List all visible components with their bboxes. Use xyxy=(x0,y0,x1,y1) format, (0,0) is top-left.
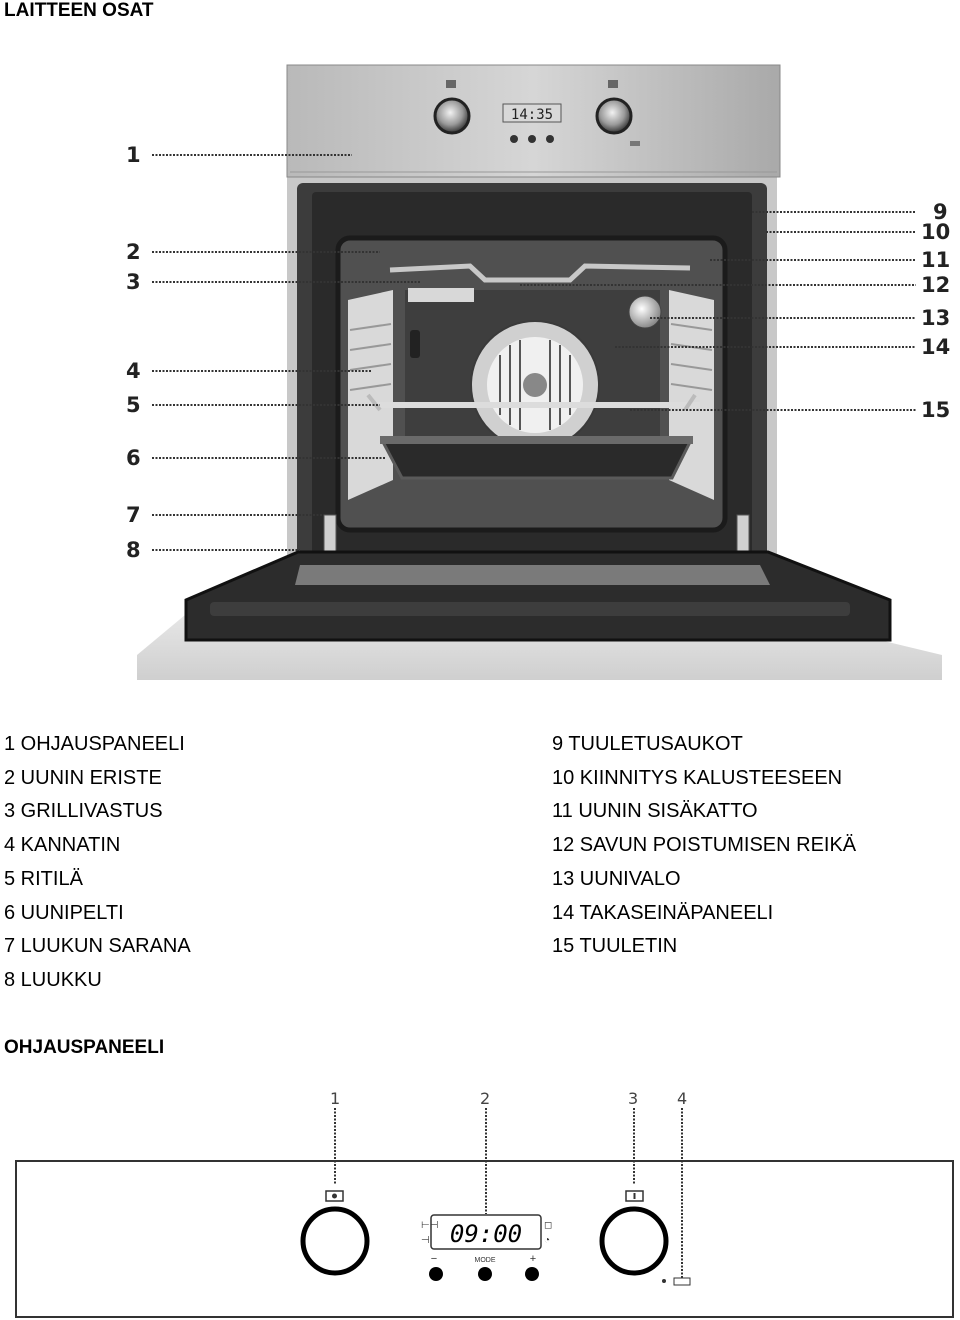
panel-callout-number: 2 xyxy=(480,1089,490,1108)
legend-item: 14 TAKASEINÄPANEELI xyxy=(552,901,774,924)
callout-number: 4 xyxy=(126,359,141,383)
plus-button[interactable] xyxy=(525,1267,539,1281)
callout-number: 3 xyxy=(126,270,141,294)
legend-item: 15 TUULETIN xyxy=(552,935,678,958)
legend-item: 11 UUNIN SISÄKATTO xyxy=(552,800,758,823)
svg-text:⊣: ⊣ xyxy=(421,1235,430,1246)
panel-callout-number: 3 xyxy=(628,1089,638,1108)
door-hinge xyxy=(736,514,750,556)
section-heading-control-panel: OHJAUSPANEELI xyxy=(4,1037,165,1058)
callout-number: 6 xyxy=(126,446,141,470)
legend-item: 13 UUNIVALO xyxy=(552,867,681,890)
legend-item: 10 KIINNITYS KALUSTEESEEN xyxy=(552,766,843,789)
callout-number: 2 xyxy=(126,240,141,264)
callout-number: 15 xyxy=(921,398,950,422)
touch-button-icon xyxy=(510,135,518,143)
callout-number: 12 xyxy=(921,273,950,297)
svg-text:◔: ◔ xyxy=(544,1235,550,1246)
grill-element xyxy=(389,263,691,283)
callout-number: 10 xyxy=(921,220,950,244)
legend-item: 2 UUNIN ERISTE xyxy=(4,766,162,789)
temperature-knob-icon xyxy=(595,97,633,135)
parts-legend-left: 1 OHJAUSPANEELI 2 UUNIN ERISTE 3 GRILLIV… xyxy=(4,728,191,998)
panel-display-time: 09:00 xyxy=(450,1220,522,1248)
parts-legend-right: 9 TUULETUSAUKOT 10 KIINNITYS KALUSTEESEE… xyxy=(552,728,856,964)
legend-item: 6 UUNIPELTI xyxy=(4,901,124,924)
legend-item: 4 KANNATIN xyxy=(4,834,121,857)
page-title: LAITTEEN OSAT xyxy=(4,0,154,21)
svg-text:◻: ◻ xyxy=(544,1220,552,1231)
panel-callout-number: 1 xyxy=(330,1089,340,1108)
control-panel-diagram: 1 2 3 4 09:00 ⊢⊣ ⊣ ◻ ◔ − MODE + xyxy=(15,1089,954,1318)
clock-display-icon xyxy=(502,103,562,123)
temperature-knob-icon[interactable] xyxy=(599,1206,669,1276)
mode-button[interactable] xyxy=(478,1267,492,1281)
legend-item: 7 LUUKUN SARANA xyxy=(4,935,191,958)
baking-tray xyxy=(380,440,693,480)
callout-number: 1 xyxy=(126,143,141,167)
callout-number: 5 xyxy=(126,393,141,417)
oven-lamp-icon xyxy=(628,295,662,329)
touch-button-icon xyxy=(546,135,554,143)
legend-item: 1 OHJAUSPANEELI xyxy=(4,733,185,755)
legend-item: 3 GRILLIVASTUS xyxy=(4,800,163,823)
function-knob-icon xyxy=(433,97,471,135)
minus-button[interactable] xyxy=(429,1267,443,1281)
panel-callout-number: 4 xyxy=(677,1089,687,1108)
callout-number: 8 xyxy=(126,538,141,562)
function-knob-icon[interactable] xyxy=(300,1206,370,1276)
legend-item: 8 LUUKKU xyxy=(4,968,102,991)
minus-label: − xyxy=(431,1253,437,1265)
callout-number: 7 xyxy=(126,503,141,527)
callout-number: 11 xyxy=(921,248,950,272)
oven-diagram: 14:35 xyxy=(126,64,950,680)
touch-button-icon xyxy=(528,135,536,143)
callout-number: 14 xyxy=(921,335,950,359)
legend-item: 12 SAVUN POISTUMISEN REIKÄ xyxy=(552,834,857,857)
power-indicator-icon xyxy=(673,1277,691,1286)
door-hinge xyxy=(323,514,337,556)
svg-text:⊢⊣: ⊢⊣ xyxy=(421,1220,438,1231)
callout-number: 9 xyxy=(933,200,948,224)
clock-display-icon xyxy=(430,1214,542,1250)
oven-display-time: 14:35 xyxy=(511,107,553,123)
legend-item: 5 RITILÄ xyxy=(4,867,83,890)
mode-label: MODE xyxy=(475,1257,496,1264)
plus-label: + xyxy=(530,1253,536,1265)
legend-item: 9 TUULETUSAUKOT xyxy=(552,733,743,755)
callout-number: 13 xyxy=(921,306,950,330)
